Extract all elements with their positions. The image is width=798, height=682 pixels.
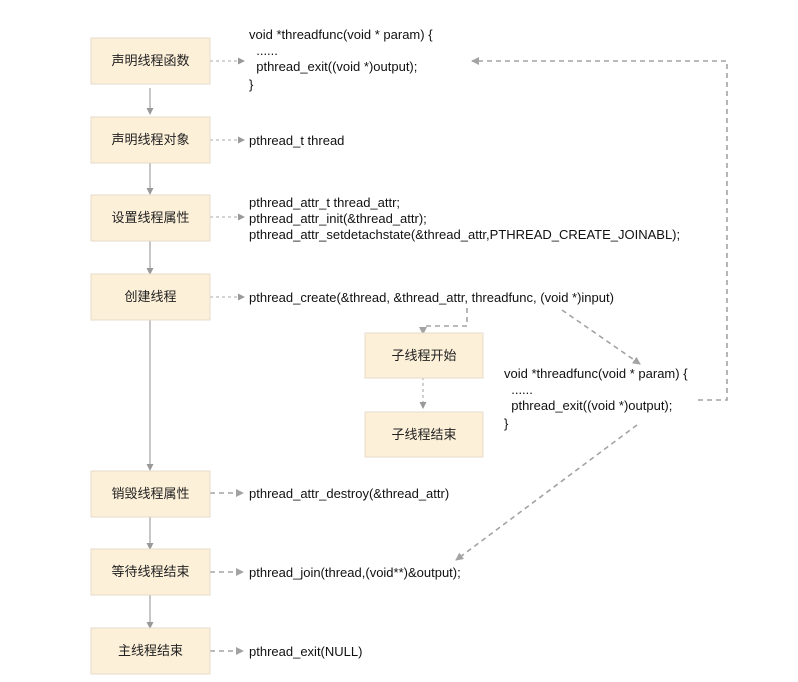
step-label: 声明线程对象	[111, 133, 189, 148]
step-declare-func: 声明线程函数	[90, 37, 211, 85]
child-step-start: 子线程开始	[364, 332, 484, 379]
step-label: 声明线程函数	[111, 54, 189, 69]
code-join-call: pthread_join(thread,(void**)&output);	[249, 565, 461, 580]
code-create-call: pthread_create(&thread, &thread_attr, th…	[0, 0, 625, 305]
threadfunc-to-output-loop	[471, 57, 728, 401]
code-line: ......	[504, 382, 533, 397]
step-destroy-attr: 销毁线程属性	[90, 470, 211, 518]
code-line: pthread_attr_init(&thread_attr);	[249, 211, 427, 226]
code-line: pthread_exit((void *)output);	[249, 59, 417, 74]
create-to-threadfunc	[561, 309, 641, 365]
threadfunc-to-join	[455, 424, 638, 561]
code-line: ......	[249, 43, 278, 58]
child-step-label: 子线程结束	[391, 428, 456, 443]
step-create: 创建线程	[90, 273, 211, 321]
code-line: pthread_exit(NULL)	[249, 644, 362, 659]
code-line: pthread_attr_destroy(&thread_attr)	[249, 486, 449, 501]
code-line: void *threadfunc(void * param) {	[504, 366, 688, 381]
code-threadfunc-body: void *threadfunc(void * param) { ...... …	[504, 366, 688, 431]
code-line: pthread_t thread	[249, 133, 344, 148]
child-step-label: 子线程开始	[391, 349, 456, 364]
step-set-attr: 设置线程属性	[90, 194, 211, 242]
step-label: 销毁线程属性	[111, 487, 189, 502]
step-label: 主线程结束	[118, 644, 183, 659]
child-step-end: 子线程结束	[364, 411, 484, 458]
code-line: pthread_exit((void *)output);	[504, 398, 672, 413]
step-label: 创建线程	[124, 290, 176, 305]
step-label: 等待线程结束	[111, 564, 189, 580]
step-label: 设置线程属性	[111, 211, 189, 226]
code-line: pthread_join(thread,(void**)&output);	[249, 565, 461, 580]
code-line: }	[504, 416, 509, 431]
step-main-end: 主线程结束	[90, 627, 211, 675]
code-thread-declaration: pthread_t thread	[0, 0, 355, 148]
code-line: }	[249, 77, 254, 92]
code-exit-call: pthread_exit(NULL)	[0, 0, 373, 659]
code-line: pthread_attr_t thread_attr;	[249, 195, 400, 210]
code-attr-destroy: pthread_attr_destroy(&thread_attr)	[0, 0, 460, 501]
code-threadfunc-definition: void *threadfunc(void * param) { ...... …	[0, 0, 451, 92]
code-line: pthread_attr_setdetachstate(&thread_attr…	[249, 227, 680, 242]
create-to-child-start	[419, 308, 468, 335]
code-line: pthread_create(&thread, &thread_attr, th…	[249, 290, 614, 305]
code-line: void *threadfunc(void * param) {	[249, 27, 433, 42]
code-attr-setup: pthread_attr_t thread_attr; pthread_attr…	[0, 0, 691, 242]
step-declare-object: 声明线程对象	[90, 116, 211, 164]
step-wait-end: 等待线程结束	[90, 548, 211, 596]
